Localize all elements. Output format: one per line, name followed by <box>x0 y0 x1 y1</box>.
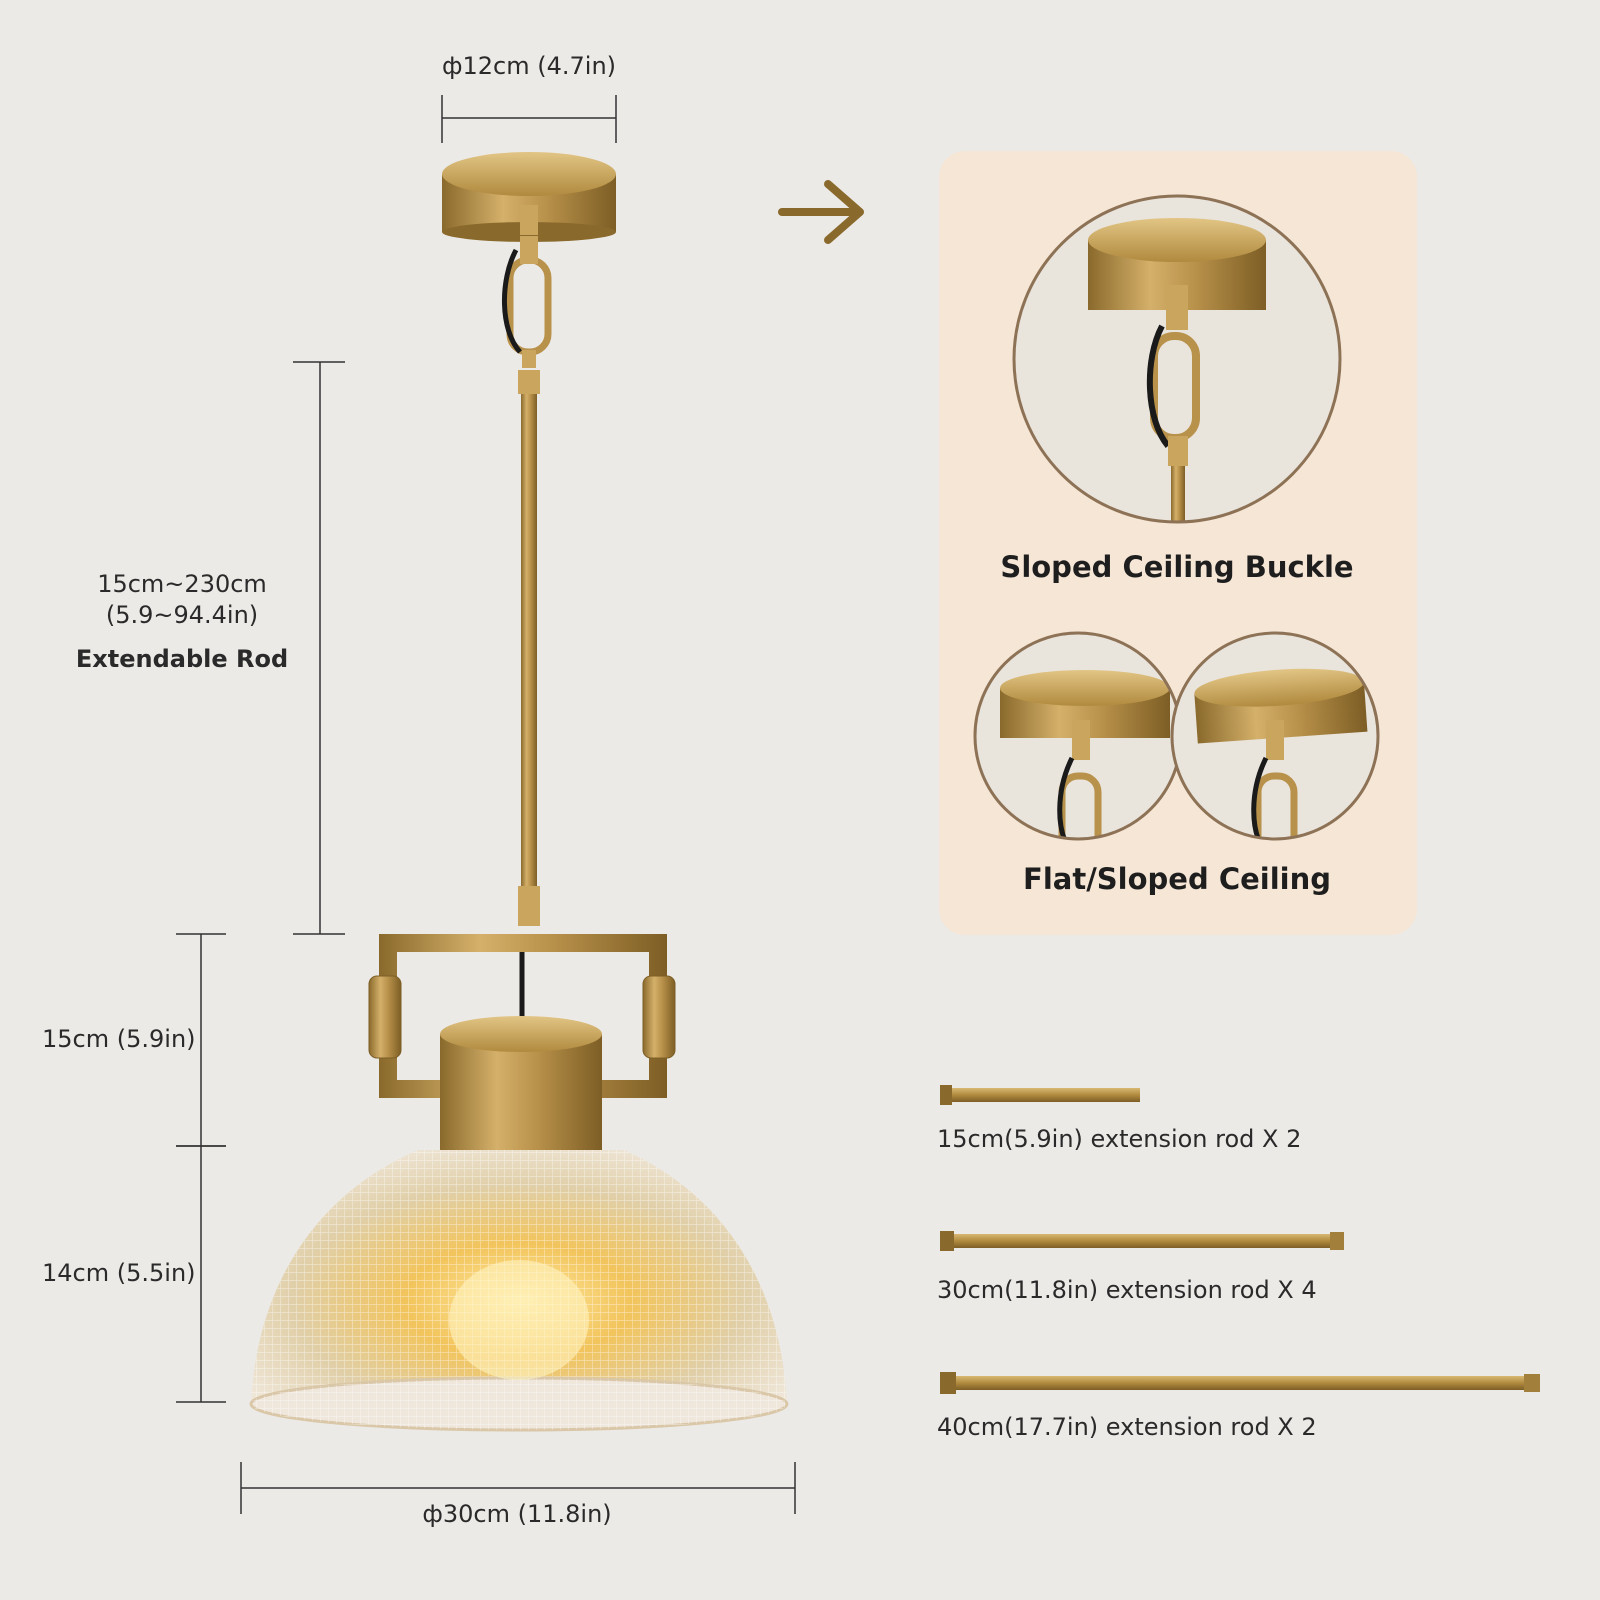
lamp-holder <box>440 1016 602 1154</box>
dimension-lines <box>176 95 796 1514</box>
sloped-buckle-detail-image <box>1012 194 1342 524</box>
arrow-right-icon <box>778 180 864 244</box>
ceiling-canopy <box>442 152 616 242</box>
canopy-diameter-label: ф12cm (4.7in) <box>441 52 617 80</box>
extension-rod-label: 40cm(17.7in) extension rod X 2 <box>937 1413 1317 1441</box>
frame-height-label: 15cm (5.9in) <box>42 1025 196 1053</box>
extension-rod-label: 30cm(11.8in) extension rod X 4 <box>937 1276 1317 1304</box>
extension-rod-30cm <box>940 1231 1344 1251</box>
flat-ceiling-detail-image <box>973 631 1183 841</box>
extension-rod-40cm <box>940 1372 1540 1394</box>
shade-height-label: 14cm (5.5in) <box>42 1259 196 1287</box>
extendable-rod-title: Extendable Rod <box>75 645 289 673</box>
sloped-ceiling-buckle-label: Sloped Ceiling Buckle <box>1000 550 1354 584</box>
sloped-ceiling-detail-image <box>1170 631 1380 841</box>
extension-rod-15cm <box>940 1085 1140 1105</box>
extension-rod-label: 15cm(5.9in) extension rod X 2 <box>937 1125 1302 1153</box>
flat-sloped-ceiling-label: Flat/Sloped Ceiling <box>1023 862 1331 896</box>
rod-range-label: 15cm~230cm <box>97 570 267 598</box>
carabiner-link <box>501 236 552 368</box>
glass-shade <box>249 1150 789 1432</box>
rod-range-inches-label: (5.9~94.4in) <box>105 601 259 629</box>
extendable-rod <box>518 370 540 926</box>
shade-diameter-label: ф30cm (11.8in) <box>422 1500 612 1528</box>
